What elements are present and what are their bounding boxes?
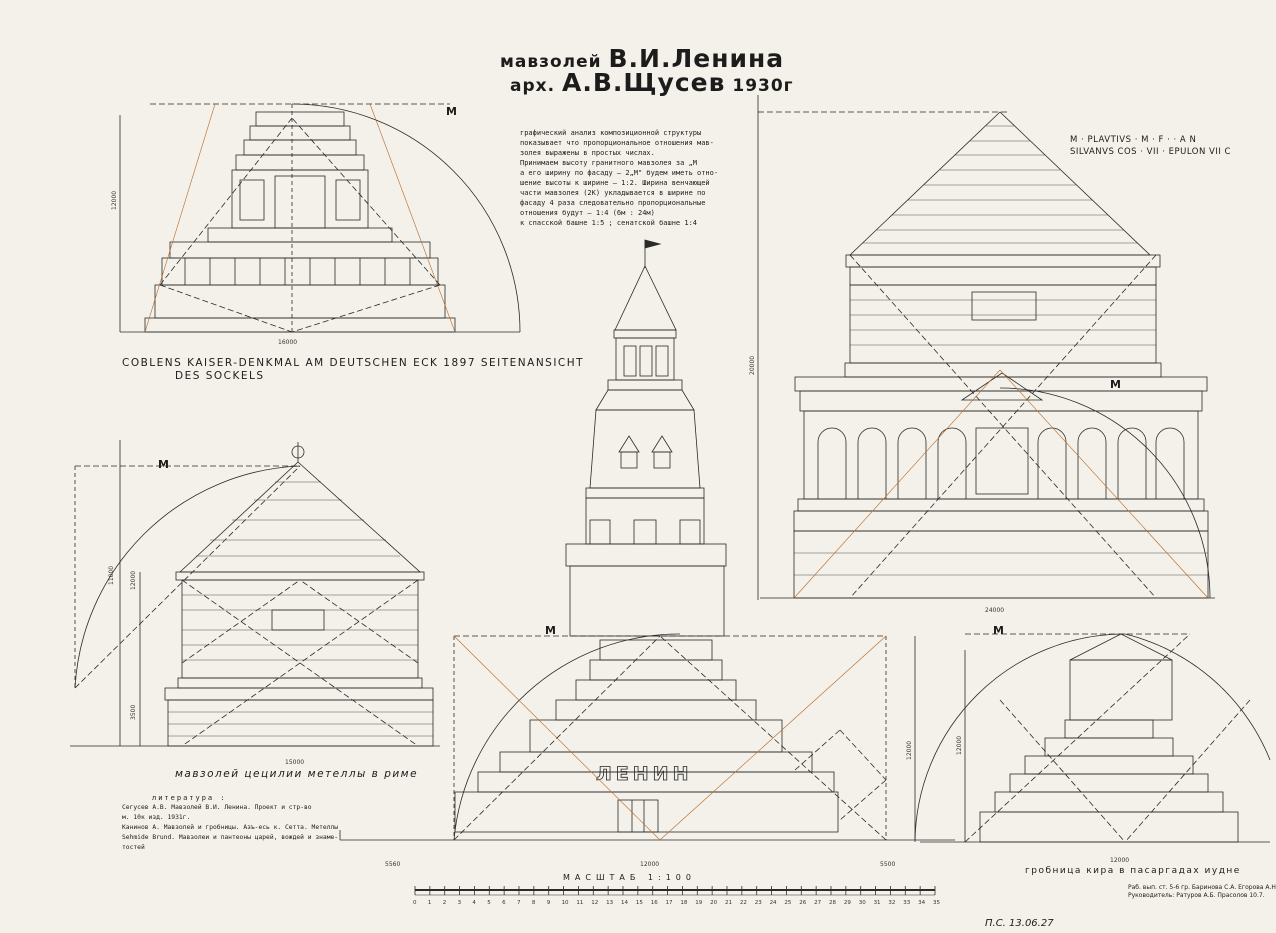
scale-tick-label: 21 [725,900,732,906]
dim-metella-h1: 11000 [108,566,115,585]
m-label-lenin: M [545,624,556,637]
senate-tower [565,239,727,637]
title-line-2: арх. А.В.Щусев 1930г [510,68,794,97]
scale-tick-label: 22 [740,900,747,906]
scale-tick-label: 2 [443,900,447,906]
scale-tick-label: 1 [428,900,432,906]
koblenz-caption: COBLENS KAISER-DENKMAL AM DEUTSCHEN ECK … [122,357,585,369]
scale-tick-label: 14 [621,900,628,906]
m-label-metella: M [158,458,169,471]
scale-tick-label: 20 [710,900,717,906]
dim-koblenz-width: 16000 [278,339,297,346]
plautius-mausoleum [757,95,1215,600]
scale-tick-label: 9 [547,900,551,906]
scale-tick-label: 13 [606,900,613,906]
scale-tick-label: 16 [651,900,658,906]
literature-list: литература : Сегусев А.В. Мавзолей В.И. … [122,794,339,851]
scale-tick-label: 7 [517,900,521,906]
scale-tick-label: 33 [903,900,910,906]
metella-caption: мавзолей цецилии метеллы в риме [175,768,419,780]
scale-tick-label: 27 [814,900,821,906]
scale-tick-label: 31 [874,900,881,906]
plautius-drum-courses [850,299,1156,346]
koblenz-monument [119,103,521,333]
dim-metella-width: 15000 [285,759,304,766]
facade-lenin-lettering: ЛЕНИН [596,763,692,785]
koblenz-caption-2: DES SOCKELS [175,370,265,382]
scale-tick-label: 26 [799,900,806,906]
scale-tick-label: 8 [532,900,536,906]
scale-tick-label: 6 [502,900,506,906]
dim-lenin-right: 5500 [880,861,895,868]
dim-plautius-height: 20000 [749,356,756,375]
scale-tick-label: 10 [562,900,569,906]
scale-tick-label: 29 [844,900,851,906]
cyrus-caption: гробница кира в пасаргадах иудне [1025,866,1241,876]
analysis-note: графический анализ композиционной структ… [520,129,719,227]
scale-tick-label: 28 [829,900,836,906]
scale-tick-label: 15 [636,900,643,906]
m-label-koblenz: M [446,105,457,118]
koblenz-sockel-blocks [184,258,411,285]
scale-tick-label: 25 [784,900,791,906]
dim-cyrus-height: 12000 [956,736,963,755]
scale-tick-label: 19 [695,900,702,906]
scale-tick-label: 32 [888,900,895,906]
scale-tick-label: 35 [933,900,940,906]
title-line-1: мавзолей В.И.Ленина [500,44,785,73]
scale-tick-label: 5 [487,900,491,906]
plautius-inscription: M · PLAVTIVS · M · F · · A N SILVANVS CO… [1070,135,1231,157]
scale-tick-label: 17 [666,900,673,906]
metella-mausoleum [70,440,440,747]
plautius-base-courses [794,552,1208,576]
date-note: П.С. 13.06.27 [985,918,1054,929]
scale-tick-label: 12 [591,900,598,906]
scale-tick-label: 0 [413,900,417,906]
dim-plautius-width: 24000 [985,607,1004,614]
scale-label: МАСШТАБ 1:100 [563,873,696,882]
scale-tick-label: 18 [680,900,687,906]
scale-tick-label: 30 [859,900,866,906]
scale-tick-label: 34 [918,900,925,906]
dim-lenin-center: 12000 [640,861,659,868]
scale-tick-label: 4 [472,900,476,906]
plautius-arcade [817,427,1185,499]
dim-cyrus-width: 12000 [1110,857,1129,864]
scale-tick-label: 23 [755,900,762,906]
dim-lenin-height: 12000 [906,741,913,760]
m-label-cyrus: M [993,624,1004,637]
scale-tick-label: 3 [458,900,462,906]
signature-block: Раб. вып. ст. 5-6 гр. Баринова С.А. Егор… [1128,884,1276,899]
scale-tick-label: 24 [770,900,777,906]
dim-metella-h3: 3500 [130,705,137,720]
m-label-plautius: M [1110,378,1121,391]
dim-metella-h2: 12000 [130,571,137,590]
lenin-mausoleum: ЛЕНИН [339,633,955,841]
cyrus-tomb [914,633,1271,843]
dim-koblenz-height: 12000 [111,191,118,210]
metella-brick-courses [168,481,433,737]
plautius-roof-courses [862,125,1138,244]
scale-tick-label: 11 [576,900,583,906]
dim-lenin-left: 5560 [385,861,400,868]
